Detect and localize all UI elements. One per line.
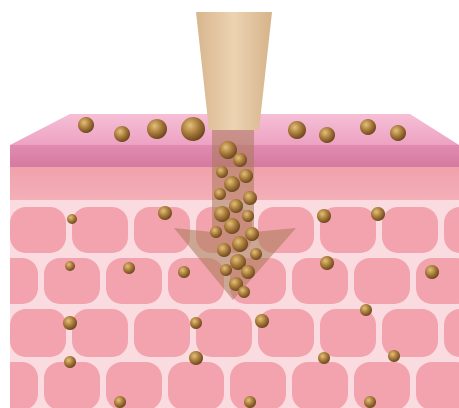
particle-icon [233, 153, 247, 167]
particle-icon [388, 350, 400, 362]
skin-cell [354, 258, 410, 304]
skin-cell [382, 309, 438, 357]
particle-icon [147, 119, 167, 139]
particle-icon [238, 286, 250, 298]
particle-icon [232, 236, 248, 252]
skin-cell [320, 309, 376, 357]
particle-icon [190, 317, 202, 329]
particle-icon [210, 226, 222, 238]
skin-cell [0, 362, 38, 408]
particle-icon [239, 169, 253, 183]
particle-icon [320, 256, 334, 270]
skin-cell [230, 362, 286, 408]
skin-cell [44, 362, 100, 408]
particle-icon [181, 117, 205, 141]
skin-cell [416, 258, 459, 304]
particle-icon [371, 207, 385, 221]
particle-icon [319, 127, 335, 143]
skin-cell [72, 207, 128, 253]
particle-icon [224, 176, 240, 192]
particle-icon [214, 188, 226, 200]
particle-icon [64, 356, 76, 368]
particle-icon [425, 265, 439, 279]
skin-cell [292, 258, 348, 304]
skin-cell [382, 207, 438, 253]
skin-cell [416, 362, 459, 408]
particle-icon [67, 214, 77, 224]
particle-icon [217, 243, 231, 257]
particle-icon [224, 218, 240, 234]
skin-cell [0, 258, 38, 304]
particle-icon [189, 351, 203, 365]
particle-icon [63, 316, 77, 330]
applicator-icon [196, 12, 272, 130]
skin-cell [134, 309, 190, 357]
skin-cell [292, 362, 348, 408]
particle-icon [360, 304, 372, 316]
particle-icon [241, 265, 255, 279]
particle-icon [65, 261, 75, 271]
particle-icon [317, 209, 331, 223]
particle-icon [229, 199, 243, 213]
particle-icon [243, 191, 257, 205]
particle-icon [158, 206, 172, 220]
particle-icon [245, 227, 259, 241]
particle-icon [244, 396, 256, 408]
particle-icon [242, 210, 254, 222]
particle-icon [250, 248, 262, 260]
particle-icon [216, 166, 228, 178]
skin-cell [10, 309, 66, 357]
skin-cell [196, 309, 252, 357]
particle-icon [364, 396, 376, 408]
particle-icon [114, 126, 130, 142]
particle-icon [288, 121, 306, 139]
skin-cell [168, 362, 224, 408]
particle-icon [390, 125, 406, 141]
particle-icon [114, 396, 126, 408]
particle-icon [178, 266, 190, 278]
particle-icon [78, 117, 94, 133]
particle-icon [123, 262, 135, 274]
particle-icon [255, 314, 269, 328]
particle-icon [318, 352, 330, 364]
skin-cell [72, 309, 128, 357]
particle-icon [360, 119, 376, 135]
skin-cell [10, 207, 66, 253]
particle-icon [220, 264, 232, 276]
skin-cell [354, 362, 410, 408]
